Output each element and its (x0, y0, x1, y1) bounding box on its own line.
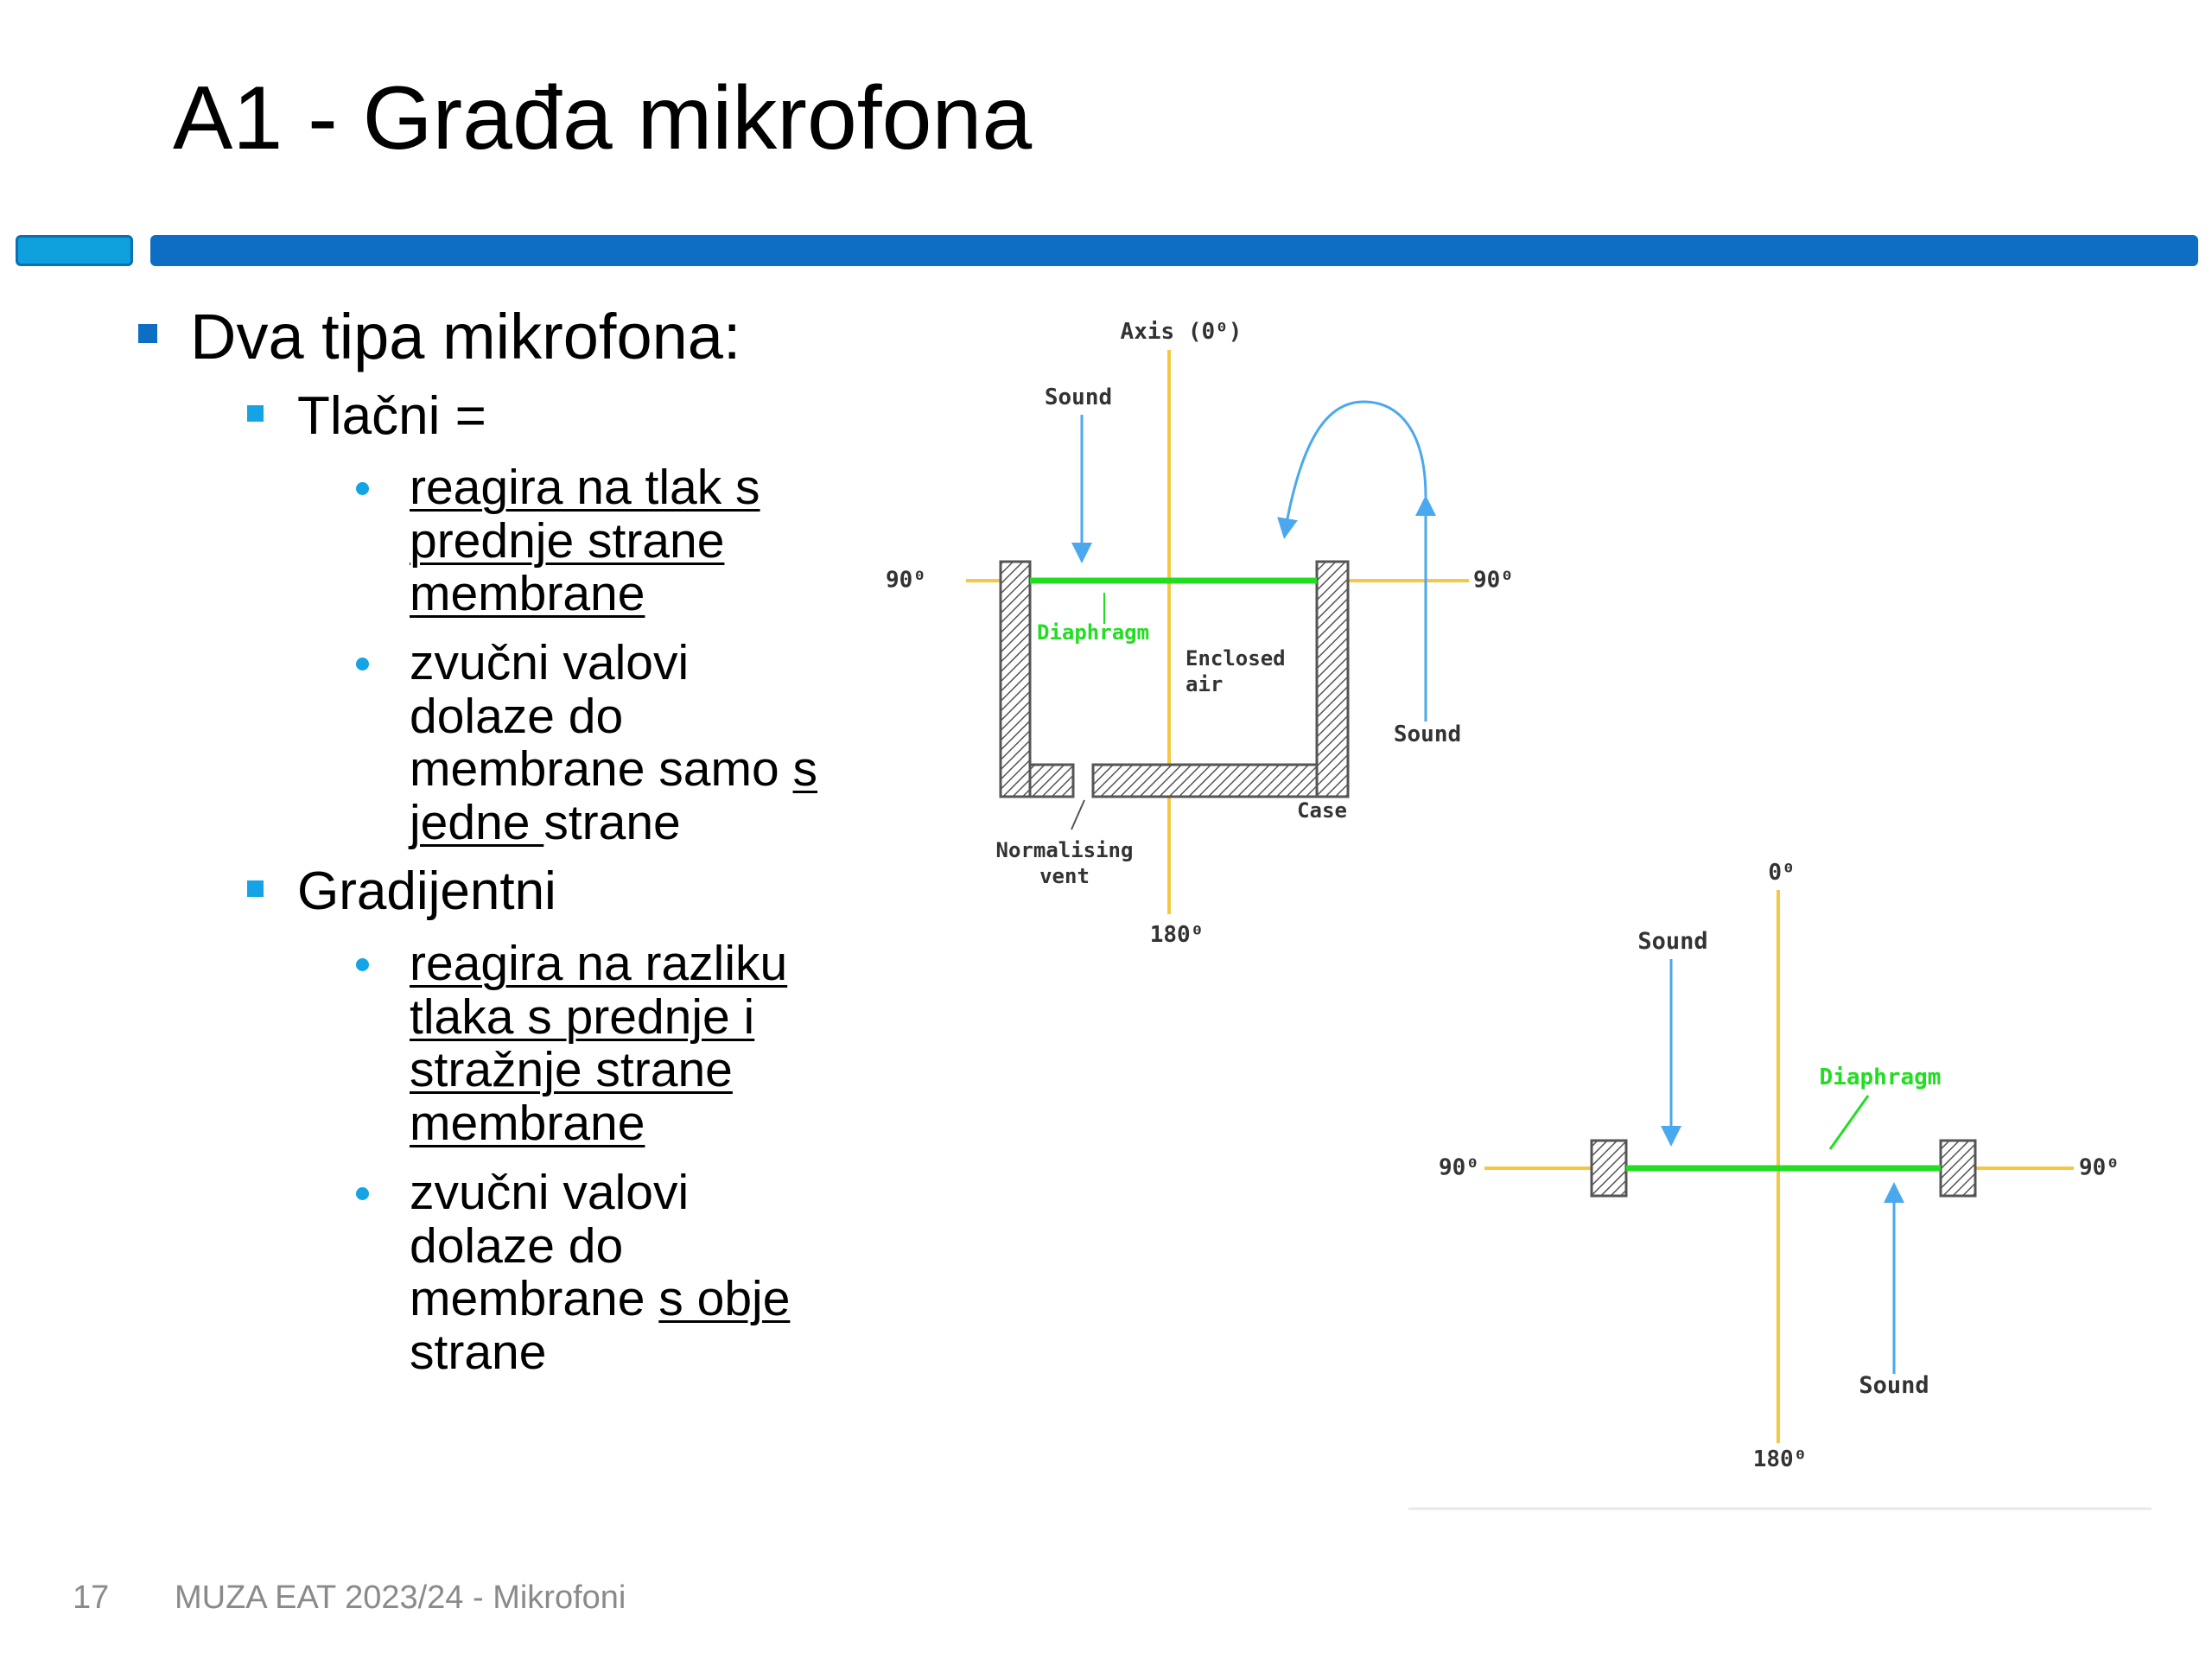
label-180: 180⁰ (1753, 1446, 1808, 1472)
bullet-text-line: dolaze do (410, 688, 624, 744)
vent-pointer (1071, 799, 1085, 830)
enclosed-air-label-2: air (1185, 672, 1223, 696)
text-part: membrane samo (410, 741, 793, 797)
bullet-gradijentni-label: Gradijentni (297, 861, 556, 921)
title-accent-bar (16, 235, 133, 266)
diaphragm-label: Diaphragm (1820, 1065, 1942, 1090)
slide-title: A1 - Građa mikrofona (173, 68, 1033, 168)
label-90-left: 90⁰ (1439, 1155, 1479, 1181)
case-right-wall (1315, 560, 1350, 798)
pressure-microphone-diagram: Axis (0⁰) Sound 90⁰ 90⁰ Diaphragm Enclos… (886, 319, 1514, 948)
slide-number: 17 (73, 1580, 110, 1616)
text-part-underlined: s (792, 741, 818, 797)
bullet-text-line: prednje strane (410, 512, 725, 569)
footer-text: MUZA EAT 2023/24 - Mikrofoni (175, 1580, 626, 1616)
sound-label-bottom: Sound (1859, 1372, 1929, 1399)
label-90-left: 90⁰ (886, 568, 926, 594)
bullet-text-line: dolaze do (410, 1217, 624, 1274)
square-bullet-icon (247, 880, 264, 897)
bullet-text-line: reagira na razliku (410, 936, 788, 991)
bullet-main-text: Dva tipa mikrofona: (190, 301, 741, 372)
case-label: Case (1297, 798, 1347, 823)
label-90-right: 90⁰ (2079, 1155, 2120, 1181)
square-bullet-icon (247, 405, 264, 422)
bullet-tlacni-label: Tlačni = (297, 386, 486, 446)
diaphragm-mount-right (1939, 1139, 1977, 1198)
bullet-text-line: membrane s obje (410, 1271, 791, 1326)
label-0: 0⁰ (1768, 860, 1795, 886)
bullet-text-line: zvučni valovi (410, 635, 690, 690)
bullet-text-line: tlaka s prednje i (410, 988, 755, 1045)
bullet-text-line: strane (410, 1324, 547, 1380)
dot-bullet-icon (356, 1187, 369, 1200)
sound-label-top: Sound (1637, 928, 1707, 955)
axis-label: Axis (0⁰) (1121, 319, 1243, 345)
gradient-microphone-diagram: 0⁰ Sound Diaphragm 90⁰ 90⁰ Sound 180⁰ (1408, 860, 2152, 1510)
vent-label-1: Normalising (996, 838, 1134, 862)
title-underline-bar (150, 235, 2198, 266)
bullet-text-line: membrane samo s (410, 741, 818, 797)
square-bullet-icon (138, 324, 157, 343)
diaphragm-mount-left (1590, 1139, 1628, 1198)
text-part: strane (543, 794, 681, 850)
dot-bullet-icon (356, 958, 369, 971)
case-left-wall (999, 560, 1032, 798)
diaphragm-label: Diaphragm (1037, 620, 1149, 645)
bullet-text-line: jedne strane (410, 794, 681, 850)
sound-curved-arrow (1277, 400, 1427, 539)
case-bottom-right (1091, 763, 1319, 798)
vent-label-2: vent (1039, 864, 1090, 888)
label-90-right: 90⁰ (1473, 568, 1514, 594)
text-part: membrane (410, 1271, 659, 1326)
sound-label-top: Sound (1045, 385, 1112, 410)
text-part-underlined: jedne (410, 794, 544, 850)
dot-bullet-icon (356, 658, 369, 671)
sound-label-right: Sound (1394, 721, 1461, 747)
bullet-text-line: zvučni valovi (410, 1165, 690, 1220)
text-part-underlined: s obje (658, 1271, 791, 1326)
bullet-text-line: reagira na tlak s (410, 460, 760, 515)
diaphragm-pointer (1828, 1095, 1870, 1150)
label-180: 180⁰ (1150, 922, 1205, 948)
bullet-text-line: stražnje strane (410, 1042, 733, 1097)
dot-bullet-icon (356, 482, 369, 495)
case-bottom-left (1028, 763, 1075, 798)
bullet-text-line: membrane (410, 566, 645, 621)
bullet-text-line: membrane (410, 1095, 645, 1151)
enclosed-air-label-1: Enclosed (1185, 646, 1286, 671)
